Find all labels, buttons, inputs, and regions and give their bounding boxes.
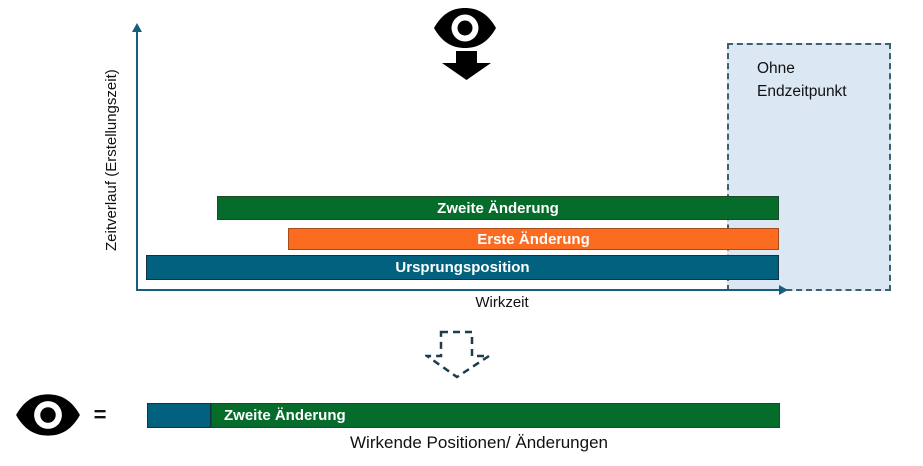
result-bar-zweite-segment: Zweite Änderung <box>211 403 780 428</box>
result-bar-ursprung-segment <box>147 403 211 428</box>
bar-ursprungsposition: Ursprungsposition <box>146 255 779 280</box>
eye-icon <box>14 393 82 437</box>
dashed-down-arrow-icon <box>423 330 494 380</box>
bar-erste-aenderung: Erste Änderung <box>288 228 779 250</box>
bar-label: Zweite Änderung <box>437 199 559 217</box>
x-axis-label: Wirkzeit <box>475 294 529 311</box>
ohne-endzeitpunkt-label: Ohne Endzeitpunkt <box>757 60 847 100</box>
result-bar-label: Zweite Änderung <box>224 407 346 424</box>
eye-icon <box>432 7 498 49</box>
equals-sign: = <box>93 402 107 427</box>
down-arrow-icon <box>442 51 491 80</box>
y-axis-label: Zeitverlauf (Erstellungszeit) <box>103 69 120 251</box>
y-axis-arrowhead-icon <box>132 23 142 32</box>
bar-label: Ursprungsposition <box>395 259 530 276</box>
ohne-endzeitpunkt-box: Ohne Endzeitpunkt <box>727 43 891 291</box>
x-axis-arrowhead-icon <box>779 285 788 295</box>
bar-label: Erste Änderung <box>477 230 590 248</box>
bar-zweite-aenderung: Zweite Änderung <box>217 196 779 220</box>
result-caption: Wirkende Positionen/ Änderungen <box>350 433 608 452</box>
y-axis <box>136 31 138 290</box>
x-axis <box>136 289 780 291</box>
